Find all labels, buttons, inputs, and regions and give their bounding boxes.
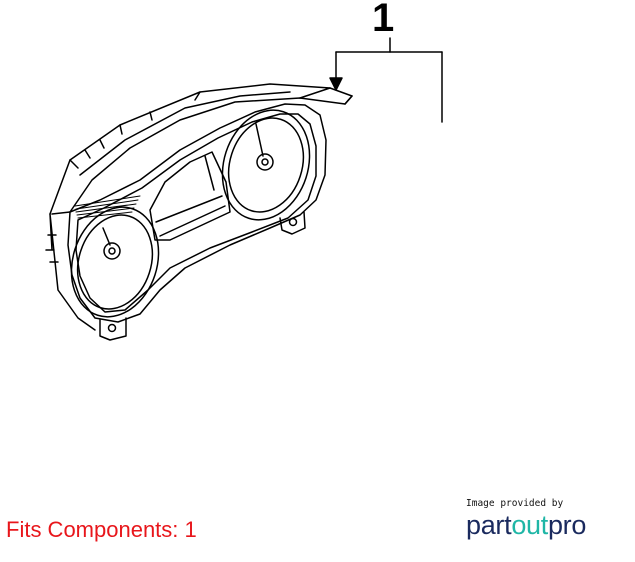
credit-caption: Image provided by xyxy=(466,498,564,509)
left-mounting-tab xyxy=(99,317,127,341)
callout-arrowhead xyxy=(329,77,343,91)
cluster-visor-lip xyxy=(194,87,353,105)
right-gauge-bezel xyxy=(227,117,305,213)
right-gauge-hub-center xyxy=(261,158,269,166)
left-mounting-hole xyxy=(107,323,117,333)
left-gauge-hub-center xyxy=(108,247,116,255)
cluster-visor-ridge xyxy=(79,91,291,176)
left-gauge-bezel xyxy=(76,214,154,310)
callout-number: 1 xyxy=(372,0,395,40)
cluster-top-visor xyxy=(49,83,353,215)
left-gauge-face xyxy=(70,206,160,318)
partoutpro-logo[interactable]: partoutpro xyxy=(466,509,626,540)
center-display-frame xyxy=(155,155,226,237)
right-mounting-hole xyxy=(288,217,298,227)
housing-left-ribs xyxy=(45,211,96,331)
logo-part-2: out xyxy=(511,509,548,540)
logo-part-3: pro xyxy=(547,509,587,540)
right-mounting-tab xyxy=(279,211,306,235)
right-gauge-face xyxy=(221,109,311,221)
image-credit: Image provided by partoutpro xyxy=(466,499,626,539)
center-display-panel xyxy=(149,151,231,241)
right-gauge-hub xyxy=(256,153,274,171)
callout-leader xyxy=(335,37,443,123)
center-vent-lines xyxy=(74,195,141,219)
logo-part-1: part xyxy=(466,509,512,540)
left-gauge-hub xyxy=(103,242,121,260)
right-gauge-needle xyxy=(255,123,264,157)
cluster-housing-outline xyxy=(67,103,327,323)
housing-top-ribs xyxy=(69,111,153,169)
fits-components-label: Fits Components: 1 xyxy=(6,517,197,542)
left-gauge-needle xyxy=(102,227,111,246)
